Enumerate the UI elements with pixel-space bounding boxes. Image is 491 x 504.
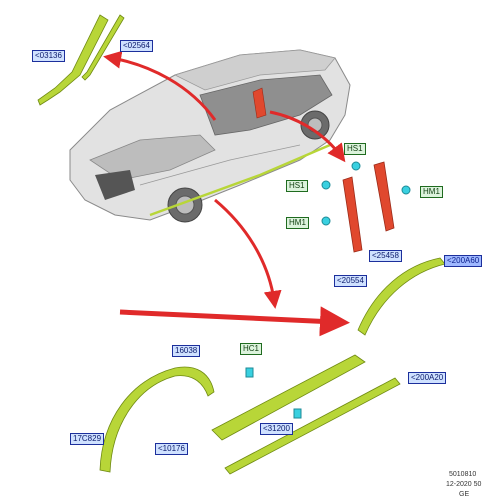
rear-wheel-arch-molding — [357, 257, 446, 336]
door-applique-parts — [321, 161, 411, 253]
diagram-region: GE — [459, 491, 470, 498]
callout-31200: <31200 — [260, 423, 293, 435]
callout-200a60: <200A60 — [444, 255, 483, 267]
callout-200a20: <200A20 — [408, 372, 447, 384]
callout-20554: <20554 — [334, 275, 367, 287]
diagram-date: 12-2020 50 — [446, 481, 482, 488]
callout-25458: <25458 — [369, 250, 402, 262]
callout-arrows — [103, 50, 350, 337]
diagram-code: 5010810 — [449, 471, 477, 478]
callout-hc1: HC1 — [240, 343, 263, 355]
callout-hs1-top: HS1 — [344, 143, 366, 155]
callout-02564: <02564 — [120, 40, 153, 52]
callout-hm1-left: HM1 — [286, 217, 309, 229]
callout-hm1-right: HM1 — [420, 186, 443, 198]
rocker-panel-moldings — [211, 354, 401, 475]
vehicle-illustration — [69, 49, 351, 223]
callout-17c829: 17C829 — [70, 433, 105, 445]
pillar-molding-part — [37, 14, 125, 106]
callout-03136: <03136 — [32, 50, 65, 62]
callout-hs1-left: HS1 — [286, 180, 308, 192]
callout-16038: 16038 — [172, 345, 201, 357]
front-wheel-arch-molding — [99, 366, 215, 473]
callout-10176: <10176 — [155, 443, 188, 455]
